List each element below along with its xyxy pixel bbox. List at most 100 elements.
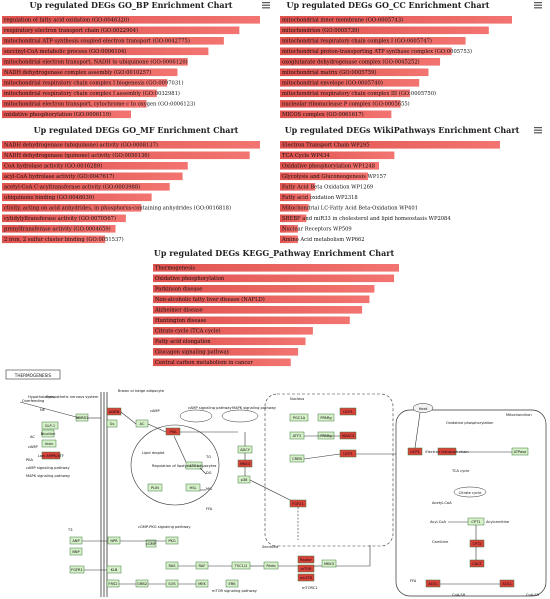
map-label: DG	[206, 471, 212, 475]
gene-box	[69, 536, 83, 545]
gene-label: Raptor	[300, 558, 313, 562]
gene-label: mTOR	[300, 567, 312, 571]
bar	[153, 316, 350, 325]
gene-box	[321, 559, 337, 568]
bar-label: mitochondrion (GO:0005739)	[282, 27, 359, 34]
bar-label: respiratory electron transport chain (GO…	[4, 27, 138, 34]
bar-label: cytidylyltransferase activity (GO:007056…	[4, 215, 116, 222]
gene-label: mLST8	[300, 576, 313, 580]
gene-label: ADRB1	[76, 416, 88, 420]
bar	[280, 89, 410, 98]
gene-box	[106, 419, 118, 428]
gene-box	[165, 579, 179, 588]
gene-box	[41, 451, 61, 460]
bar	[280, 193, 311, 202]
bar-label: Nuclear Receptors WP509	[282, 227, 352, 233]
gene-box	[41, 421, 59, 430]
gene-label: p38	[241, 478, 249, 482]
bar	[280, 235, 298, 244]
gene-label: PLIN	[151, 486, 159, 490]
gene-box	[165, 427, 181, 436]
map-label: FFA	[206, 507, 213, 511]
citrate-cycle-node	[453, 486, 487, 498]
map-label: Overfeeding	[22, 399, 44, 403]
map-title-box	[5, 369, 61, 380]
gene-box	[339, 407, 357, 416]
gene-box	[231, 561, 251, 570]
connector	[120, 411, 137, 425]
bar	[153, 274, 395, 283]
gene-box	[106, 565, 122, 574]
bar	[2, 26, 240, 35]
gene-box	[225, 579, 239, 588]
gene-box	[185, 483, 201, 492]
gene-label: MEK	[198, 582, 206, 586]
connector	[303, 453, 341, 460]
gene-label: MKK3	[240, 462, 250, 466]
gene-label: UCP1	[410, 450, 420, 454]
chart-title: Up regulated DEGs WikiPathways Enrichmen…	[285, 125, 520, 135]
bar-label: Oxidative phosphorylation WP1248	[282, 164, 375, 170]
map-label: cAMP signaling pathway	[188, 406, 232, 410]
map-label: Acylcarnitine	[486, 520, 510, 524]
gene-label: PGC1A	[293, 416, 306, 420]
bar	[280, 47, 452, 56]
gene-label: FRS2	[108, 582, 117, 586]
gene-box	[145, 539, 157, 548]
gene-box	[107, 536, 121, 545]
map-label: Regulation of lipolysis in adipocytes	[152, 464, 217, 468]
gene-label: CPT1	[471, 520, 480, 524]
chart-panel-1: Up regulated DEGs GO_BP Enrichment Chart…	[2, 0, 270, 119]
bar	[280, 110, 392, 119]
menu-line	[534, 2, 542, 4]
map-label: cAMP	[28, 445, 39, 449]
gene-box	[41, 429, 55, 438]
gene-box	[297, 555, 315, 564]
bar-label: Non-alcoholic fatty liver disease (NAFLD…	[155, 296, 265, 303]
bar	[280, 37, 466, 45]
gene-box	[289, 413, 309, 422]
bar-label: NADH dehydrogenase (ubiquinone) activity…	[4, 142, 158, 149]
map-label: Citrate cycle	[459, 491, 482, 495]
map-label: Sympathetic nervous system	[46, 395, 99, 399]
gene-label: ADCY	[240, 448, 251, 452]
map-label: cGMP-PKG signaling pathway	[138, 525, 191, 529]
gene-label: Electron transport chain	[425, 450, 468, 454]
gene-label: HSL	[190, 486, 197, 490]
gene-label: ACSL	[428, 582, 437, 586]
gene-box	[69, 547, 83, 556]
gene-label: ANP	[72, 539, 80, 543]
bar-label: mitochondrial respiratory chain complex …	[4, 90, 180, 97]
map-label: Oxidative phosphorylation	[446, 421, 493, 425]
gene-label: PKA	[170, 430, 177, 434]
gene-box	[69, 565, 85, 574]
bar	[2, 162, 188, 170]
menu-line	[262, 7, 270, 9]
gene-label: AC	[140, 422, 145, 426]
bar-label: Citrate cycle (TCA cycle)	[155, 328, 221, 335]
bar-label: TCA Cycle WP434	[282, 153, 330, 159]
bar-label: succinyl-CoA metabolic process (GO:00061…	[4, 48, 126, 55]
bar	[2, 110, 131, 119]
bar-label: ctivity, acting on acid anhydrides, in p…	[4, 205, 231, 212]
gene-label: ATGL	[189, 464, 198, 468]
gene-label: SOS	[168, 582, 176, 586]
gene-label: ATF2	[293, 434, 302, 438]
chart-panel-4: Up regulated DEGs WikiPathways Enrichmen…	[280, 125, 542, 244]
bar-label: nucleolar ribonuclease P complex (GO:000…	[282, 101, 410, 108]
gene-box	[499, 579, 515, 588]
gene-box	[425, 579, 441, 588]
map-label: MG	[206, 487, 212, 491]
bar	[2, 141, 260, 149]
gene-label: GLP-1	[45, 424, 55, 428]
bar	[2, 214, 126, 223]
bar	[280, 141, 500, 149]
gene-box	[297, 573, 315, 582]
bar-label: Electron Transport Chain WP295	[282, 143, 370, 149]
bar	[2, 235, 106, 244]
gene-label: Nicotine	[41, 432, 57, 436]
bar	[280, 214, 307, 223]
lipid-droplet	[130, 424, 220, 506]
map-label: MAPK signaling pathway	[232, 406, 277, 410]
map-label: PKA	[26, 458, 33, 462]
